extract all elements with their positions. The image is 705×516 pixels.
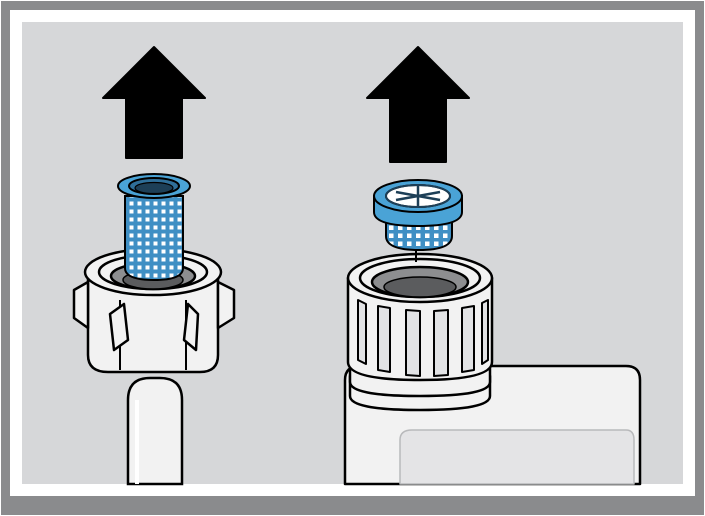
cylindrical-filter [117, 173, 191, 282]
short-filter-insert [373, 179, 463, 262]
up-arrow-icon [102, 46, 206, 159]
up-arrow-icon [366, 46, 470, 163]
inlet-connector [346, 252, 494, 412]
hose [126, 376, 184, 486]
